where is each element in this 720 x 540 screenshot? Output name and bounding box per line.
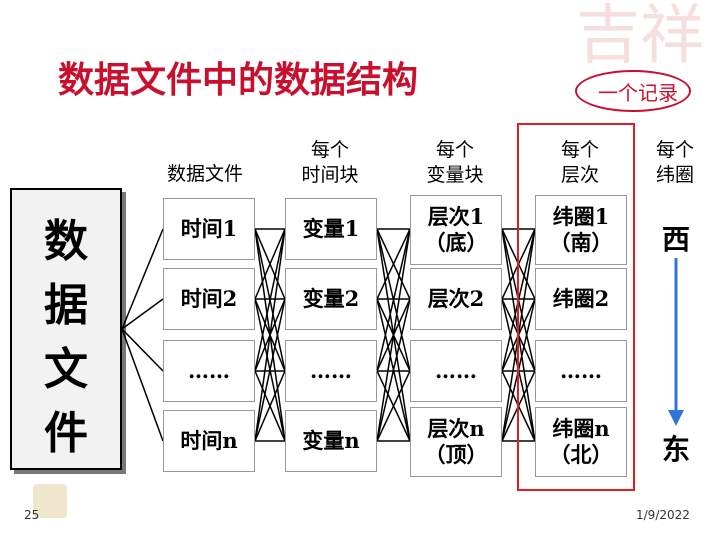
slide-date: 1/9/2022 xyxy=(636,508,690,522)
time-cell: 时间n xyxy=(163,410,255,472)
time-label: …… xyxy=(188,358,230,384)
east-label: 东 xyxy=(651,428,701,468)
time-label: 时间1 xyxy=(181,216,238,242)
record-highlight-box xyxy=(517,123,635,491)
connector-line xyxy=(122,329,163,441)
variable-label: …… xyxy=(310,358,352,384)
level-label: …… xyxy=(435,358,477,384)
time-label: 时间n xyxy=(180,428,237,454)
variable-cell: 变量1 xyxy=(285,198,377,260)
level-cell: 层次1 （底） xyxy=(410,195,502,265)
level-label: 层次1 （底） xyxy=(425,204,488,257)
time-label: 时间2 xyxy=(181,286,238,312)
level-label: 层次2 xyxy=(428,286,485,312)
west-east-arrow-head xyxy=(668,410,684,426)
time-cell: 时间1 xyxy=(163,198,255,260)
time-cell: …… xyxy=(163,340,255,402)
west-label: 西 xyxy=(651,218,701,258)
variable-label: 变量n xyxy=(302,428,359,454)
variable-cell: …… xyxy=(285,340,377,402)
variable-cell: 变量n xyxy=(285,410,377,472)
level-cell: …… xyxy=(410,340,502,402)
connector-line xyxy=(122,329,163,371)
variable-label: 变量1 xyxy=(303,216,360,242)
level-label: 层次n （顶） xyxy=(425,416,488,469)
level-cell: 层次2 xyxy=(410,268,502,330)
variable-cell: 变量2 xyxy=(285,268,377,330)
variable-label: 变量2 xyxy=(303,286,360,312)
slide-number: 25 xyxy=(24,508,39,522)
time-cell: 时间2 xyxy=(163,268,255,330)
level-cell: 层次n （顶） xyxy=(410,407,502,477)
